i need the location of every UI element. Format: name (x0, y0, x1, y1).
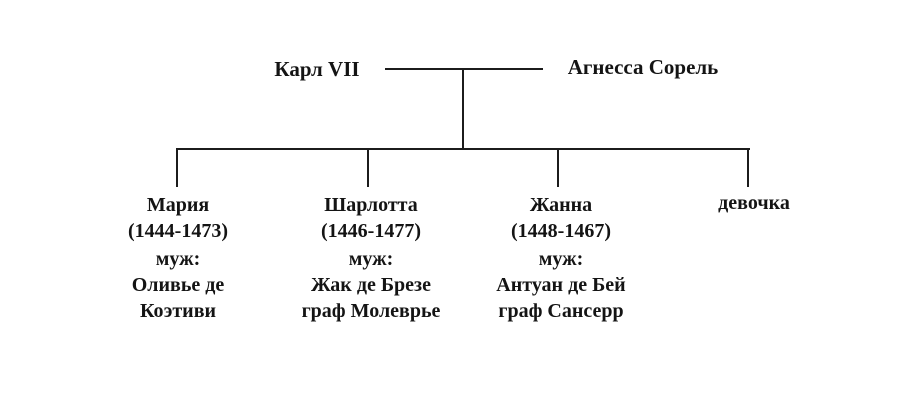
child-node-maria: Мария (1444-1473) муж: Оливье де Коэтиви (83, 192, 273, 324)
spouse-name-line: Жак де Брезе (311, 274, 431, 296)
child-drop-line-1 (176, 148, 178, 187)
spouse-label: муж: (155, 248, 201, 270)
spouse-name-line: Оливье де (131, 274, 225, 296)
child-drop-line-4 (747, 148, 749, 187)
spouse-name-line: граф Молеврье (301, 300, 441, 322)
sibling-line (176, 148, 750, 150)
spouse-label: муж: (348, 248, 394, 270)
child-name: Мария (146, 194, 210, 216)
child-node-girl: девочка (659, 190, 849, 216)
child-name: Шарлотта (324, 194, 418, 216)
parent-father-label: Карл VII (274, 57, 360, 81)
child-drop-line-2 (367, 148, 369, 187)
child-years: (1446-1477) (321, 220, 421, 242)
spouse-label: муж: (538, 248, 584, 270)
child-years: (1448-1467) (511, 220, 611, 242)
child-years: (1444-1473) (128, 220, 228, 242)
spouse-name-line: Коэтиви (139, 300, 217, 322)
child-node-jeanne: Жанна (1448-1467) муж: Антуан де Бей гра… (466, 192, 656, 324)
child-node-charlotte: Шарлотта (1446-1477) муж: Жак де Брезе г… (276, 192, 466, 324)
descent-line (462, 68, 464, 150)
marriage-line (385, 68, 543, 70)
spouse-name-line: Антуан де Бей (496, 274, 626, 296)
child-drop-line-3 (557, 148, 559, 187)
child-name: Жанна (529, 194, 593, 216)
spouse-name-line: граф Сансерр (498, 300, 624, 322)
child-name: девочка (718, 192, 790, 214)
parent-mother-label: Агнесса Сорель (567, 55, 719, 79)
